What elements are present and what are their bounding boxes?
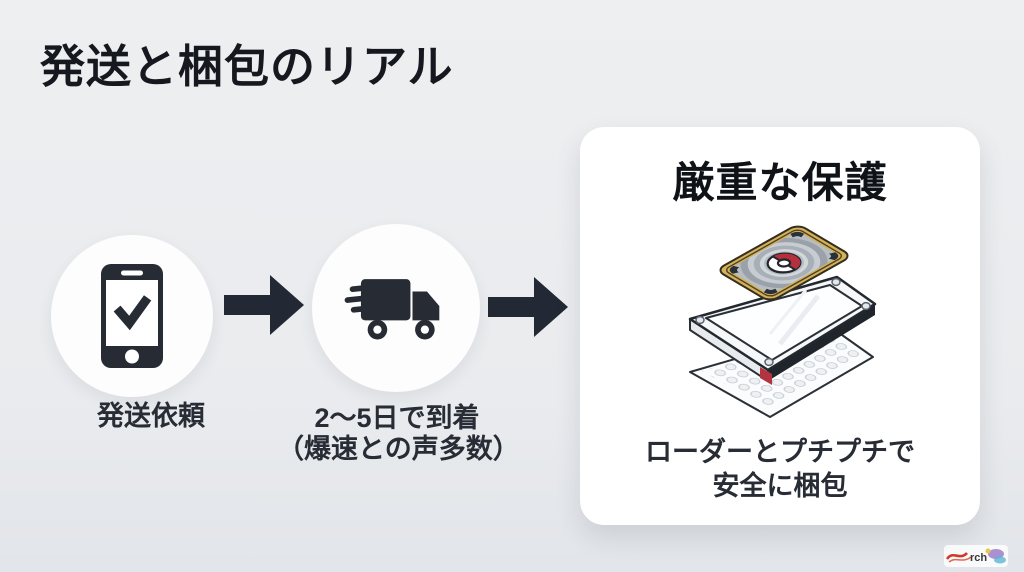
caption-line2: 安全に梱包 <box>712 471 848 501</box>
right-arrow-icon <box>224 275 304 335</box>
protection-card-title: 厳重な保護 <box>672 159 888 206</box>
delivery-truck-icon <box>344 279 440 340</box>
watermark-text: rch <box>970 552 987 564</box>
step-circle-delivery <box>312 224 480 392</box>
caption-line1: ローダーとプチプチで <box>645 437 915 467</box>
delivery-label-line1: 2〜5日で到着 <box>314 403 480 433</box>
watermark-logo: rch <box>944 545 1008 567</box>
step-label-request: 発送依頼 <box>97 401 205 431</box>
smartphone-check-icon <box>101 264 163 368</box>
card-loader-case <box>688 275 877 385</box>
protection-card-caption: ローダーとプチプチで 安全に梱包 <box>580 435 980 503</box>
step-circle-request <box>51 235 213 397</box>
protection-card: 厳重な保護 <box>580 127 980 525</box>
right-arrow-icon <box>488 277 568 337</box>
pokemon-card-back <box>714 223 855 304</box>
step-label-delivery: 2〜5日で到着 （爆速との声多数） <box>277 403 520 465</box>
watermark-logo-icon: rch <box>945 548 1006 564</box>
packaging-illustration <box>688 220 877 418</box>
slide-title: 発送と梱包のリアル <box>40 41 454 92</box>
delivery-label-line2: （爆速との声多数） <box>277 434 520 464</box>
